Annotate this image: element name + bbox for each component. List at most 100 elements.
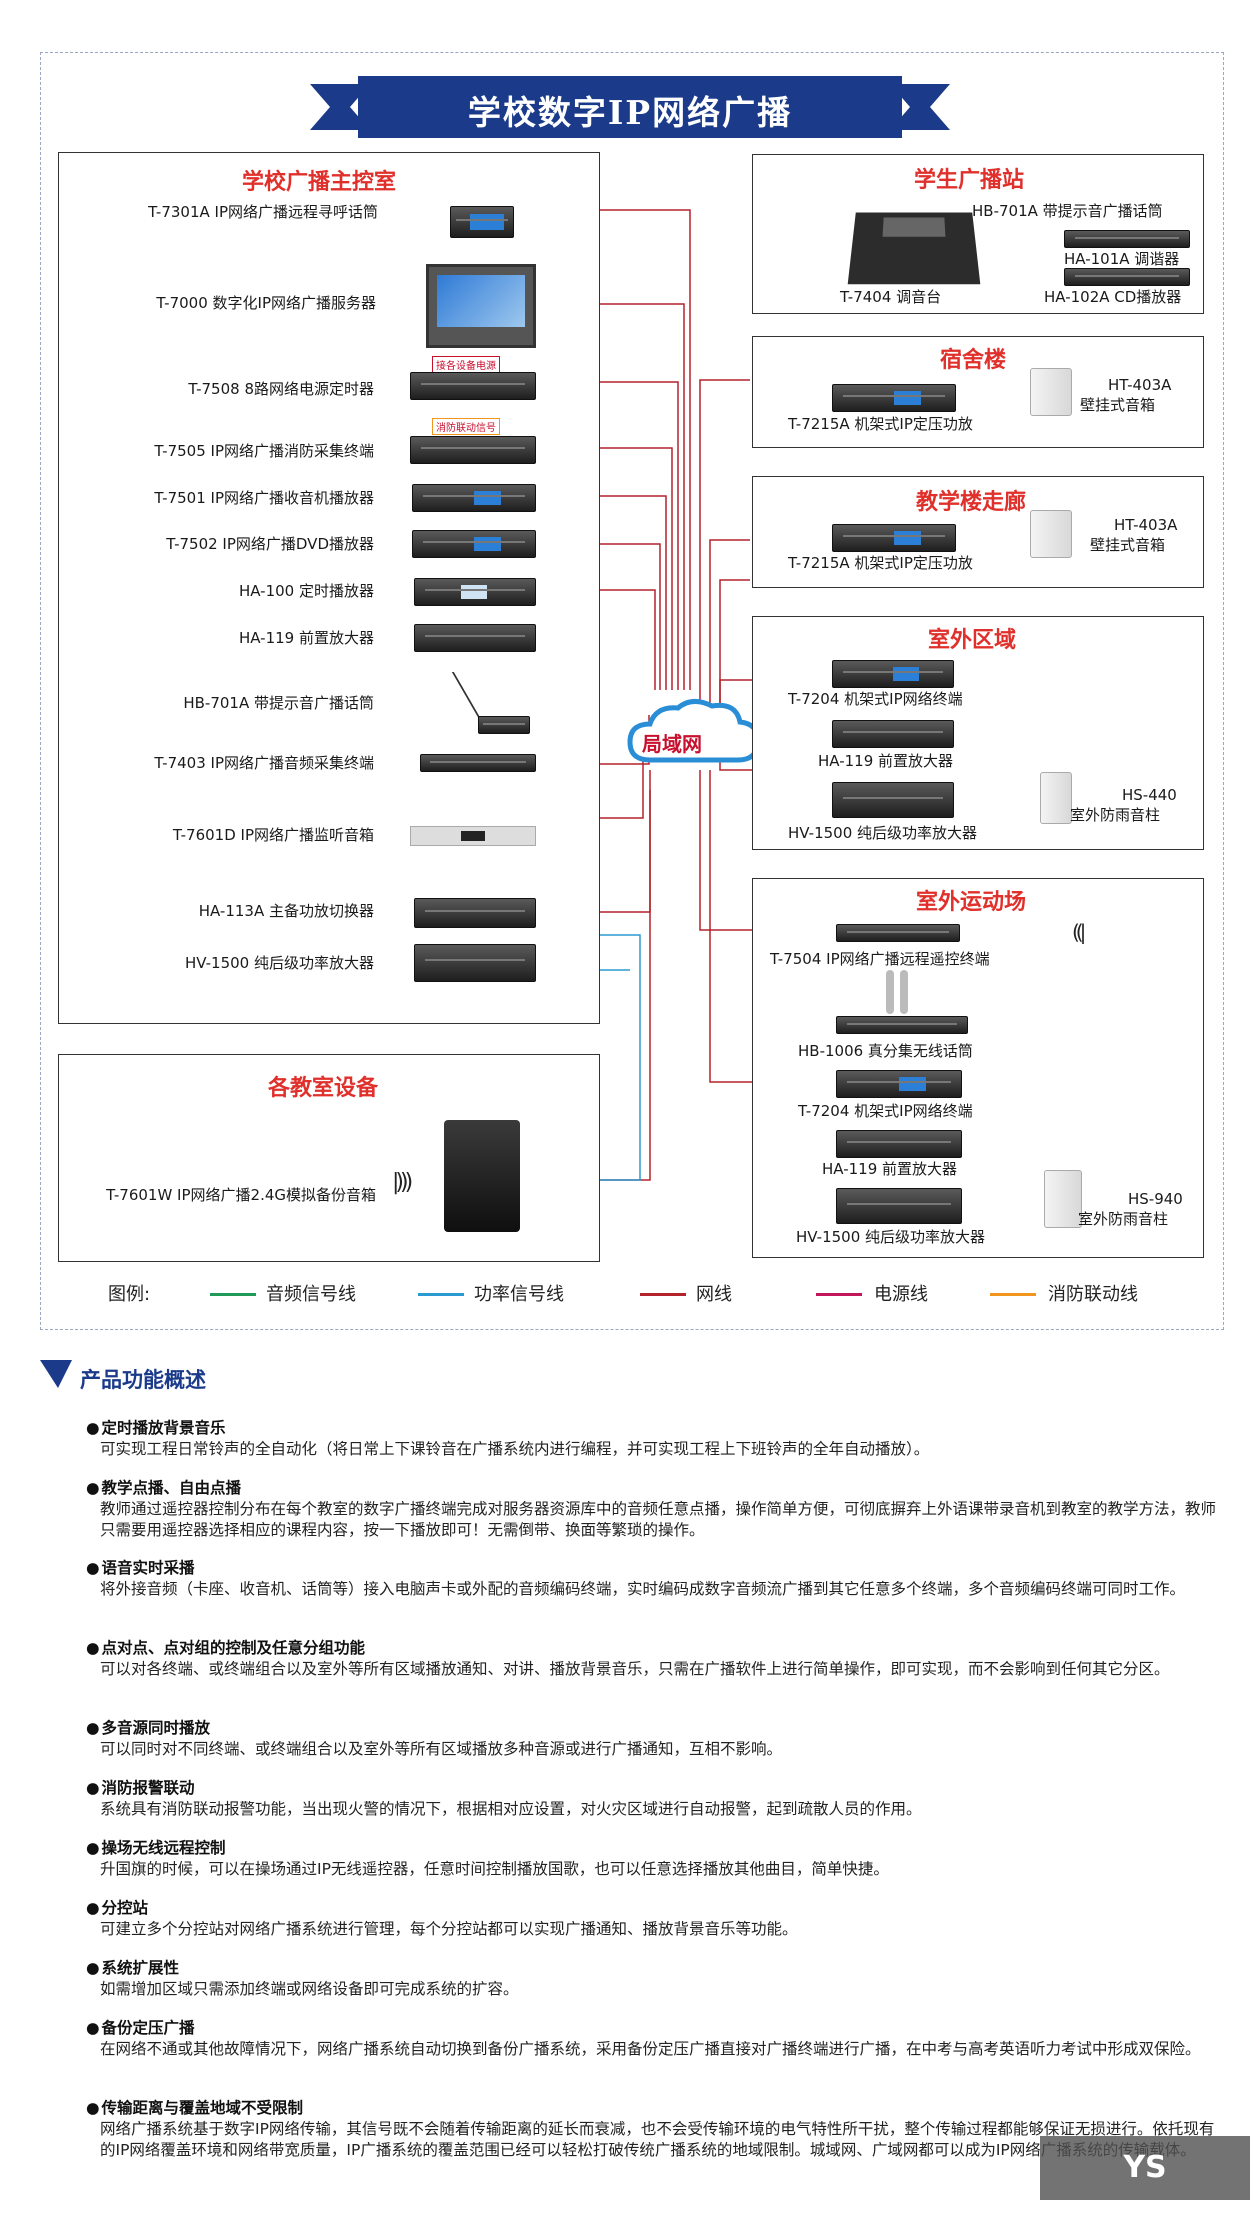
rack-device (832, 720, 954, 748)
feature-heading: 消防报警联动 (86, 1778, 1226, 1799)
device-label: HV-1500 纯后级功率放大器 (184, 954, 374, 972)
feature-item: 点对点、点对组的控制及任意分组功能可以对各终端、或终端组合以及室外等所有区域播放… (86, 1638, 1226, 1680)
feature-description: 网络广播系统基于数字IP网络传输，其信号既不会随着传输距离的延长而衰减，也不会受… (100, 2120, 1215, 2159)
feature-item: 语音实时采播将外接音频（卡座、收音机、话筒等）接入电脑声卡或外配的音频编码终端，… (86, 1558, 1226, 1600)
speaker-name: 壁挂式音箱 (1080, 396, 1156, 414)
rack-device (412, 484, 536, 512)
device-label: T-7505 IP网络广播消防采集终端 (154, 442, 374, 460)
speaker-model: HT-403A (1114, 516, 1178, 534)
rack-device (414, 898, 536, 928)
device-label: HA-119 前置放大器 (238, 629, 374, 647)
feature-item: 传输距离与覆盖地域不受限制网络广播系统基于数字IP网络传输，其信号既不会随着传输… (86, 2098, 1226, 2161)
feature-description: 可以对各终端、或终端组合以及室外等所有区域播放通知、对讲、播放背景音乐，只需在广… (100, 1660, 1170, 1678)
device-label: HA-100 定时播放器 (238, 582, 374, 600)
feature-item: 教学点播、自由点播教师通过遥控器控制分布在每个教室的数字广播终端完成对服务器资源… (86, 1478, 1226, 1541)
outdoor-title: 室外区域 (928, 628, 1017, 653)
device-label: HB-701A 带提示音广播话筒 (972, 202, 1163, 220)
feature-description: 可以同时对不同终端、或终端组合以及室外等所有区域播放多种音源或进行广播通知，互相… (100, 1740, 783, 1758)
rack-device (836, 1130, 962, 1158)
amplifier-device (414, 944, 536, 982)
wireless-icon: |))) (392, 1170, 413, 1195)
feature-heading: 系统扩展性 (86, 1958, 1226, 1979)
rack-device (412, 530, 536, 558)
device-label: T-7204 机架式IP网络终端 (788, 690, 963, 708)
handheld-mic-icon (886, 970, 894, 1014)
speaker-model: HS-440 (1122, 786, 1177, 804)
wall-speaker-device (1030, 368, 1072, 416)
feature-description: 可实现工程日常铃声的全自动化（将日常上下课铃音在广播系统内进行编程，并可实现工程… (100, 1440, 930, 1458)
rack-device (836, 924, 960, 942)
rack-device (832, 660, 954, 688)
device-label: T-7000 数字化IP网络广播服务器 (156, 294, 376, 312)
rack-device (1064, 268, 1190, 286)
classroom-title: 各教室设备 (268, 1076, 379, 1101)
device-label: HA-119 前置放大器 (822, 1160, 958, 1178)
amplifier-device (832, 384, 956, 412)
corridor-title: 教学楼走廊 (916, 490, 1027, 515)
feature-item: 多音源同时播放可以同时对不同终端、或终端组合以及室外等所有区域播放多种音源或进行… (86, 1718, 1226, 1760)
legend-network-line (640, 1293, 686, 1296)
legend-item: 消防联动线 (1048, 1284, 1138, 1305)
wireless-remote-icon: ((| (1072, 920, 1086, 944)
device-label: T-7403 IP网络广播音频采集终端 (154, 754, 374, 772)
feature-heading: 点对点、点对组的控制及任意分组功能 (86, 1638, 1226, 1659)
fire-tag: 消防联动信号 (432, 418, 500, 435)
server-monitor-device (426, 264, 536, 348)
feature-heading: 语音实时采播 (86, 1558, 1226, 1579)
field-title: 室外运动场 (916, 890, 1027, 915)
feature-heading: 操场无线远程控制 (86, 1838, 1226, 1859)
main-room-title: 学校广播主控室 (242, 170, 397, 195)
legend-fire-line (990, 1293, 1036, 1296)
device-label: T-7215A 机架式IP定压功放 (788, 554, 973, 572)
legend-audio-line (210, 1293, 256, 1296)
amplifier-device (832, 782, 954, 818)
feature-heading: 分控站 (86, 1898, 1226, 1919)
feature-item: 分控站可建立多个分控站对网络广播系统进行管理，每个分控站都可以实现广播通知、播放… (86, 1898, 1226, 1940)
amplifier-device (836, 1188, 962, 1224)
power-tag: 接各设备电源 (432, 356, 500, 373)
feature-description: 教师通过遥控器控制分布在每个教室的数字广播终端完成对服务器资源库中的音频任意点播… (100, 1500, 1217, 1539)
rack-device (410, 372, 536, 400)
speaker-model: HT-403A (1108, 376, 1172, 394)
feature-heading: 定时播放背景音乐 (86, 1418, 1226, 1439)
feature-description: 可建立多个分控站对网络广播系统进行管理，每个分控站都可以实现广播通知、播放背景音… (100, 1920, 798, 1938)
device-label: T-7215A 机架式IP定压功放 (788, 415, 973, 433)
paging-mic-device (450, 206, 514, 238)
rack-device (420, 754, 536, 772)
feature-heading: 传输距离与覆盖地域不受限制 (86, 2098, 1226, 2119)
speaker-name: 室外防雨音柱 (1078, 1210, 1169, 1228)
backup-speaker-device (444, 1120, 520, 1232)
feature-item: 消防报警联动系统具有消防联动报警功能，当出现火警的情况下，根据相对应设置，对火灾… (86, 1778, 1226, 1820)
corridor-box (752, 476, 1204, 588)
feature-item: 操场无线远程控制升国旗的时候，可以在操场通过IP无线遥控器，任意时间控制播放国歌… (86, 1838, 1226, 1880)
title-banner (310, 76, 950, 138)
device-label: T-7301A IP网络广播远程寻呼话筒 (148, 203, 378, 221)
diagram-frame (40, 52, 1224, 1330)
outdoor-box (752, 616, 1204, 850)
feature-heading: 教学点播、自由点播 (86, 1478, 1226, 1499)
lan-cloud-label: 局域网 (642, 732, 702, 756)
feature-item: 备份定压广播在网络不通或其他故障情况下，网络广播系统自动切换到备份广播系统，采用… (86, 2018, 1226, 2060)
rack-device (836, 1070, 962, 1098)
device-label: HA-101A 调谐器 (1064, 250, 1180, 268)
rack-device (414, 624, 536, 652)
device-label: T-7504 IP网络广播远程遥控终端 (770, 950, 990, 968)
speaker-name: 壁挂式音箱 (1090, 536, 1166, 554)
field-box (752, 878, 1204, 1258)
device-label: HV-1500 纯后级功率放大器 (788, 824, 978, 842)
section-flag-icon (40, 1360, 72, 1388)
device-label: T-7601W IP网络广播2.4G模拟备份音箱 (106, 1186, 376, 1204)
feature-description: 系统具有消防联动报警功能，当出现火警的情况下，根据相对应设置，对火灾区域进行自动… (100, 1800, 922, 1818)
device-label: HV-1500 纯后级功率放大器 (796, 1228, 986, 1246)
mixer-device (847, 212, 981, 285)
speaker-model: HS-940 (1128, 1190, 1183, 1208)
feature-description: 升国旗的时候，可以在操场通过IP无线遥控器，任意时间控制播放国歌，也可以任意选择… (100, 1860, 889, 1878)
legend-item: 功率信号线 (474, 1284, 564, 1305)
device-label: T-7501 IP网络广播收音机播放器 (154, 489, 374, 507)
amplifier-device (832, 524, 956, 552)
device-label: T-7601D IP网络广播监听音箱 (172, 826, 374, 844)
dorm-box (752, 336, 1204, 448)
monitor-speaker-device (410, 826, 536, 846)
legend-title: 图例: (108, 1284, 151, 1305)
